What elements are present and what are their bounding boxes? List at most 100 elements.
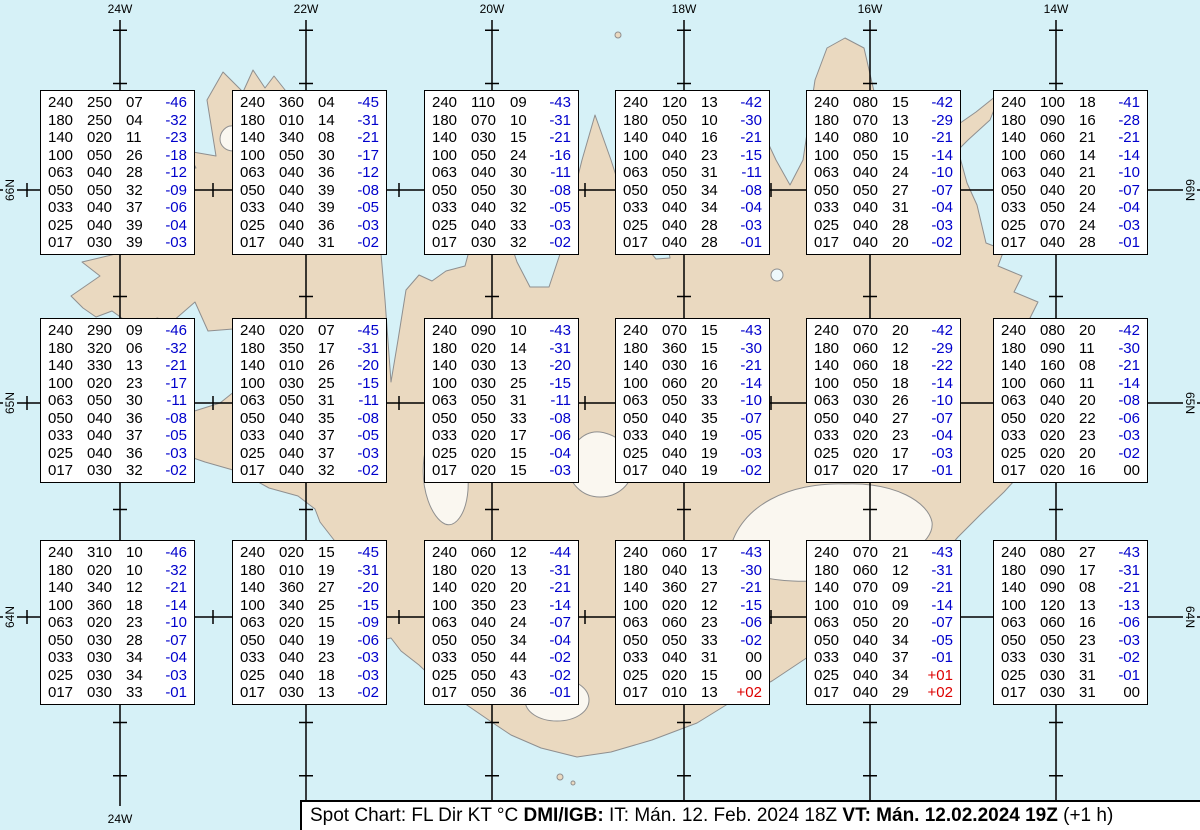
fl-value: 240	[432, 544, 458, 561]
temp-value: -04	[165, 216, 187, 234]
temp-value: -07	[1118, 181, 1140, 199]
kt-value: 06	[126, 339, 143, 357]
fl-value: 180	[432, 339, 458, 357]
temp-value: -46	[165, 544, 187, 561]
fl-value: 240	[432, 94, 458, 111]
dir-value: 340	[87, 579, 113, 596]
temp-value: -01	[931, 462, 953, 479]
kt-value: 20	[1079, 322, 1096, 339]
fl-value: 063	[240, 614, 266, 631]
fl-value: 025	[48, 444, 74, 462]
temp-value: -21	[1118, 579, 1140, 596]
temp-value: -23	[165, 129, 187, 146]
kt-value: 23	[701, 614, 718, 631]
dir-value: 060	[1040, 146, 1066, 164]
dir-value: 090	[1040, 339, 1066, 357]
dir-value: 040	[279, 164, 305, 181]
dir-value: 050	[87, 181, 113, 199]
dir-value: 020	[853, 444, 879, 462]
lon-label-top-24W: 24W	[107, 2, 133, 16]
dir-value: 040	[279, 666, 305, 684]
dir-value: 080	[853, 94, 879, 111]
dir-value: 070	[662, 322, 688, 339]
fl-value: 025	[48, 666, 74, 684]
temp-value: -21	[740, 357, 762, 374]
temp-value: -21	[549, 129, 571, 146]
fl-value: 050	[48, 409, 74, 427]
kt-value: 33	[510, 409, 527, 427]
lat-label-left-66N: 66N	[3, 175, 17, 205]
fl-value: 240	[1001, 544, 1027, 561]
dir-value: 040	[662, 146, 688, 164]
dir-value: 040	[662, 427, 688, 444]
dir-value: 040	[853, 666, 879, 684]
footer-text-segment: DMI/IGB:	[523, 805, 604, 826]
temp-value: -10	[740, 392, 762, 409]
lat-label-left-64N: 64N	[3, 602, 17, 632]
kt-value: 16	[701, 129, 718, 146]
temp-value: -02	[549, 649, 571, 666]
dir-value: 030	[279, 374, 305, 392]
kt-value: 34	[126, 666, 143, 684]
fl-value: 100	[432, 596, 458, 614]
temp-value: -02	[357, 684, 379, 701]
fl-value: 180	[623, 339, 649, 357]
dir-value: 060	[662, 374, 688, 392]
fl-value: 063	[623, 614, 649, 631]
temp-value: -12	[165, 164, 187, 181]
fl-value: 240	[48, 544, 74, 561]
temp-value: -11	[550, 164, 571, 181]
dir-value: 080	[853, 129, 879, 146]
temp-value: -43	[931, 544, 953, 561]
dir-value: 050	[1040, 199, 1066, 216]
fl-value: 180	[240, 561, 266, 579]
kt-value: 12	[892, 339, 909, 357]
temp-value: -01	[165, 684, 187, 701]
kt-value: 12	[126, 579, 143, 596]
dir-value: 030	[87, 684, 113, 701]
dir-value: 040	[471, 164, 497, 181]
dir-value: 160	[1040, 357, 1066, 374]
temp-value: -07	[931, 409, 953, 427]
kt-value: 39	[126, 216, 143, 234]
dir-value: 020	[471, 579, 497, 596]
temp-value: -21	[1118, 357, 1140, 374]
dir-value: 050	[662, 392, 688, 409]
temp-value: -04	[740, 199, 762, 216]
temp-value: -30	[740, 339, 762, 357]
kt-value: 28	[1079, 234, 1096, 251]
dir-value: 040	[279, 649, 305, 666]
kt-value: 35	[701, 409, 718, 427]
fl-value: 063	[1001, 164, 1027, 181]
dir-value: 080	[1040, 544, 1066, 561]
dir-value: 040	[87, 409, 113, 427]
kt-value: 10	[701, 111, 718, 129]
lon-label-top-22W: 22W	[293, 2, 319, 16]
fl-value: 100	[240, 596, 266, 614]
fl-value: 140	[623, 357, 649, 374]
fl-value: 017	[623, 684, 649, 701]
dir-value: 020	[87, 561, 113, 579]
temp-value: -06	[1118, 409, 1140, 427]
fl-value: 140	[48, 129, 74, 146]
temp-value: -02	[165, 462, 187, 479]
dir-value: 320	[87, 339, 113, 357]
lat-label-right-65N: 65N	[1183, 388, 1197, 418]
fl-value: 240	[814, 94, 840, 111]
temp-value: -21	[740, 129, 762, 146]
